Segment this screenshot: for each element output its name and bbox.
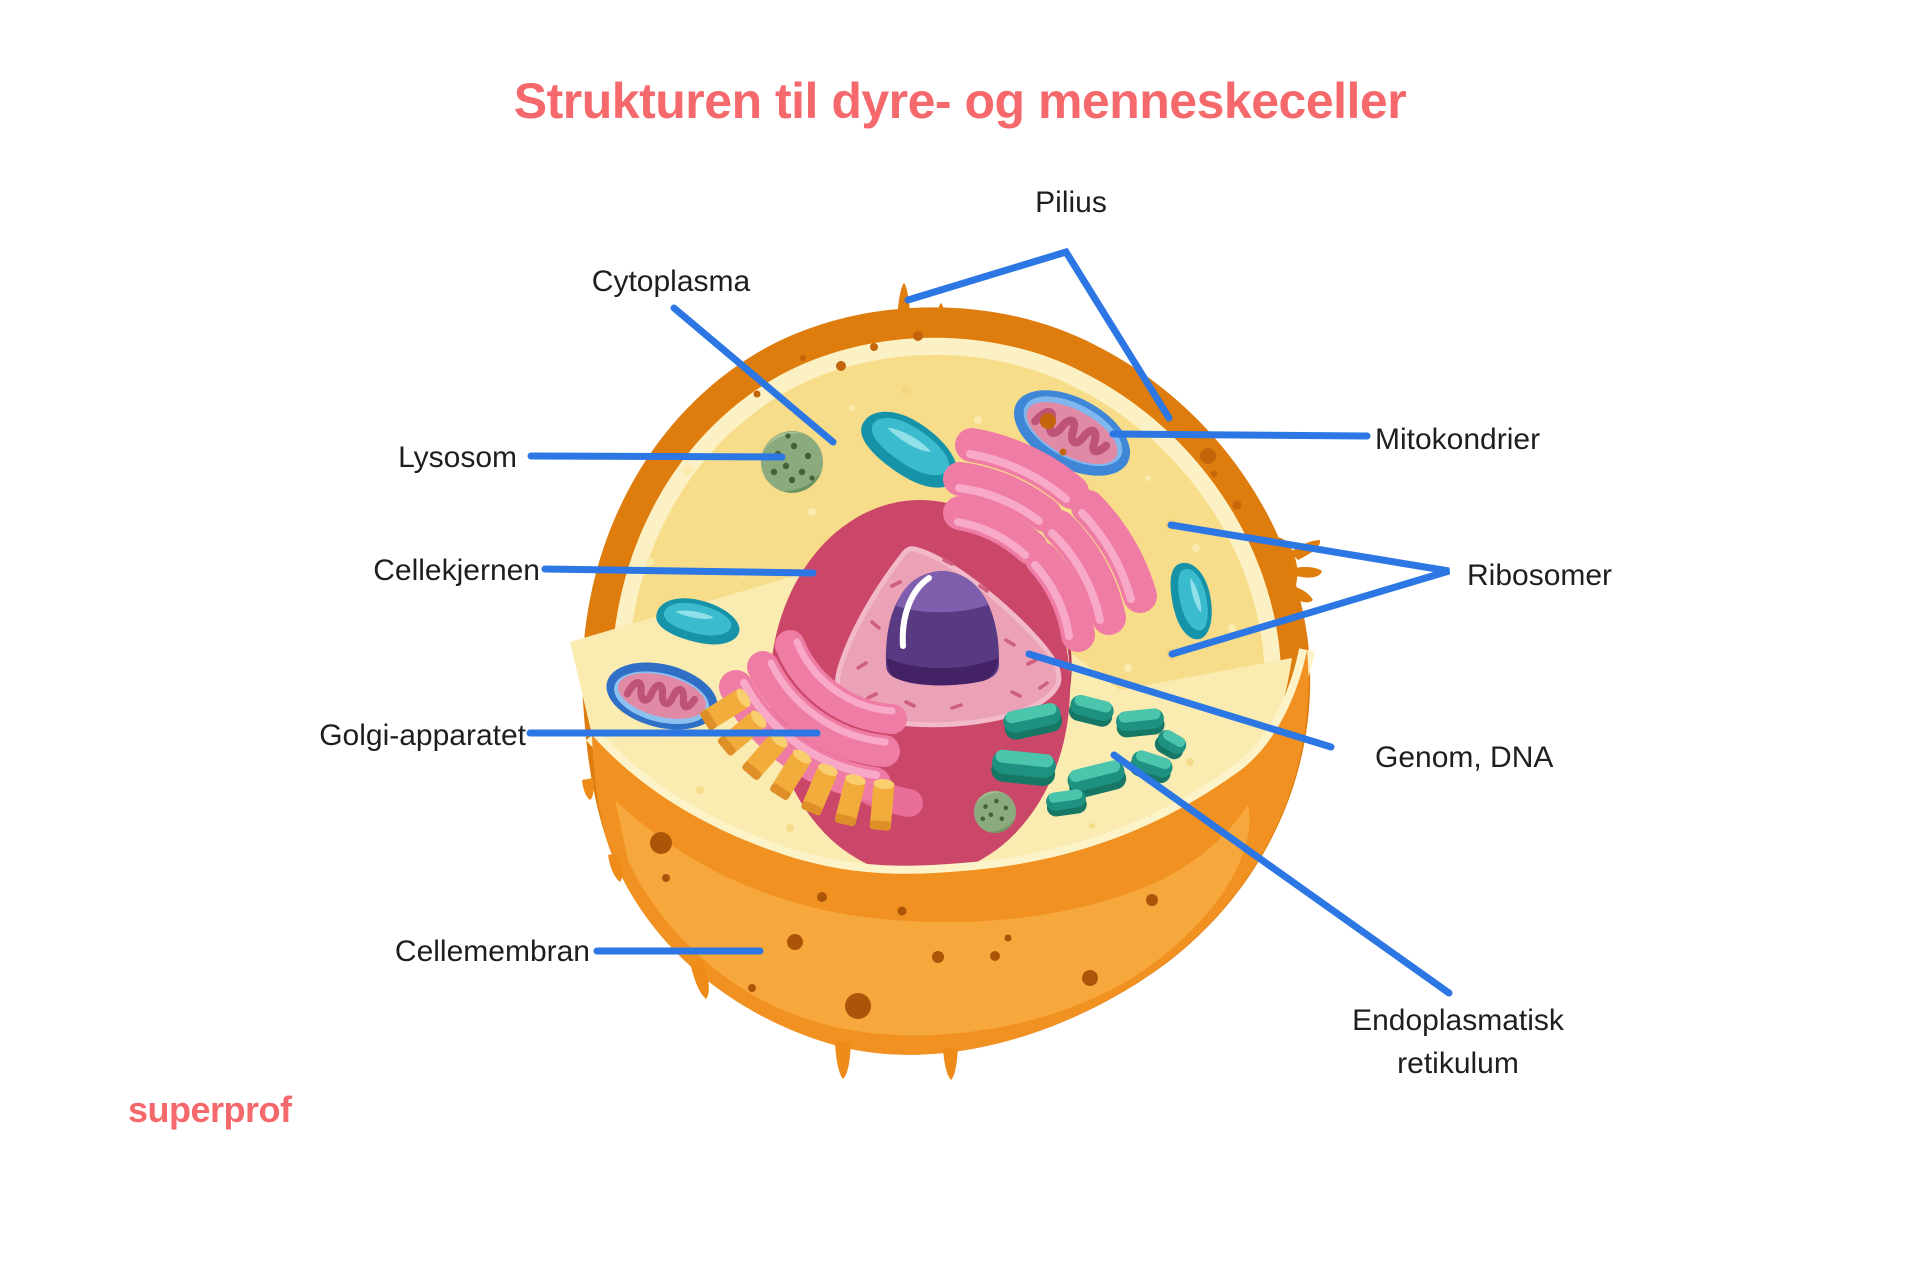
label-endoplasmatisk-retikulum: Endoplasmatisk retikulum <box>1352 1004 1564 1080</box>
vacuole-left <box>656 598 740 645</box>
leader-pilius <box>904 247 1173 422</box>
page-title: Strukturen til dyre- og menneskeceller <box>513 72 1407 129</box>
ring-spots <box>753 331 1242 510</box>
label-pilius: Pilius <box>1035 186 1107 219</box>
leader-er <box>1110 751 1453 997</box>
rough-er <box>943 428 1157 652</box>
label-cellemembran: Cellemembran <box>394 935 590 968</box>
vacuole-right <box>1170 562 1212 640</box>
label-cellekjernen: Cellekjernen <box>373 554 540 587</box>
label-genom-dna: Genom, DNA <box>1375 741 1554 774</box>
leader-ribosomer <box>1167 521 1451 658</box>
membrane-bottom-pili <box>582 778 958 1080</box>
label-cytoplasma: Cytoplasma <box>591 265 751 298</box>
lysosome-small <box>973 790 1017 834</box>
golgi-apparatus <box>700 630 923 831</box>
nucleus-face-speckles <box>856 558 1049 710</box>
vacuole-top <box>861 411 958 488</box>
label-ribosomer: Ribosomer <box>1467 559 1613 592</box>
leader-lines <box>526 247 1453 997</box>
label-mitokondrier: Mitokondrier <box>1375 423 1541 456</box>
leader-mitokondrier <box>1109 430 1371 440</box>
membrane-spots <box>650 832 1158 1019</box>
lysosome-large <box>761 431 823 493</box>
mitochondrion-left <box>606 662 718 730</box>
label-lysosom: Lysosom <box>398 441 517 474</box>
superprof-logo: superprof <box>128 1089 292 1130</box>
leader-cellekjernen <box>541 565 817 577</box>
membrane-bottom <box>582 650 1309 1080</box>
endoplasmic-reticulum <box>991 694 1187 817</box>
label-golgi-apparatet: Golgi-apparatet <box>319 719 526 752</box>
leader-cytoplasma <box>670 304 837 446</box>
nucleolus <box>885 571 1000 686</box>
leader-genom <box>1025 650 1335 751</box>
leader-lysosom <box>527 452 786 461</box>
